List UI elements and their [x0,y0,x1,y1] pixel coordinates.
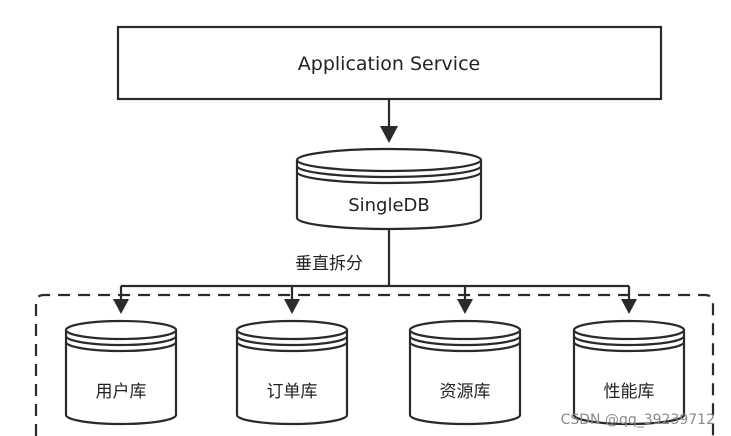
csdn-watermark: CSDN @qq_39239712 [561,412,715,428]
shard-label-performance: 性能库 [604,382,655,402]
arrow-app-to-singledb [380,99,398,143]
shard-cylinder-user: 用户库 [64,319,178,426]
branch-arrow-user [113,286,129,314]
shard-cylinder-order: 订单库 [235,319,349,426]
shard-label-user: 用户库 [96,382,147,402]
branch-arrow-order [284,286,300,314]
application-service-box: Application Service [116,25,663,101]
split-label: 垂直拆分 [295,254,363,274]
shard-cylinder-performance: 性能库 [572,319,686,426]
shard-cylinder-resource: 资源库 [408,319,522,426]
shard-label-resource: 资源库 [440,382,491,402]
branch-arrow-resource [457,286,473,314]
singledb-cylinder: SingleDB [295,147,483,231]
application-service-label: Application Service [298,53,480,75]
singledb-label: SingleDB [348,195,430,216]
branch-arrow-performance [621,286,637,314]
shard-label-order: 订单库 [267,382,318,402]
